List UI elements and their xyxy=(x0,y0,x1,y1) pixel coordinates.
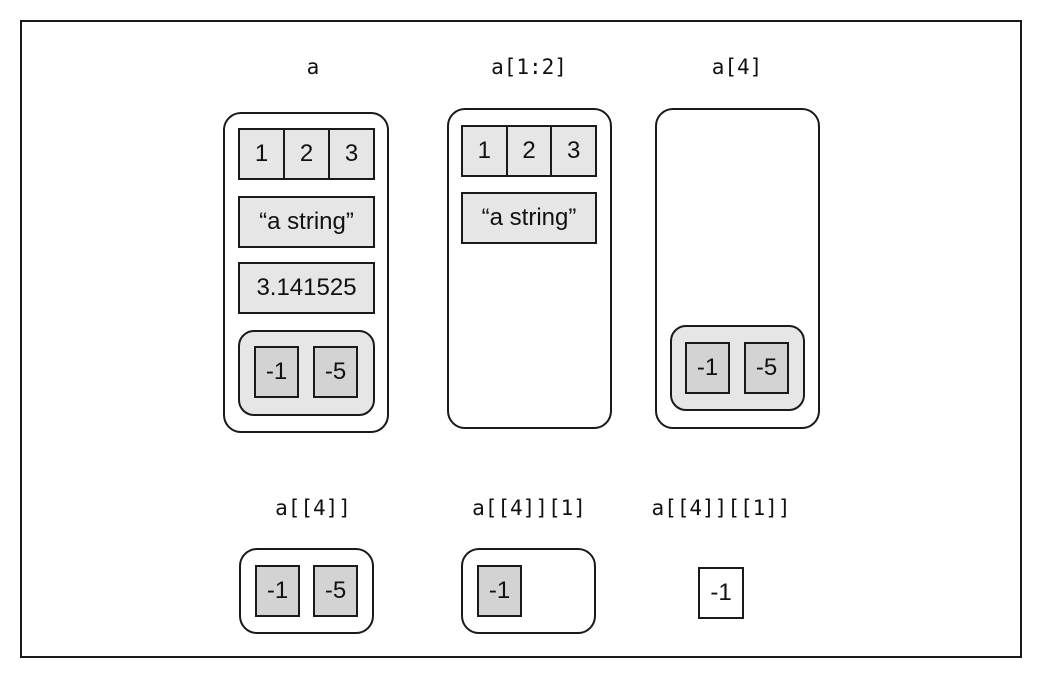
vector-cell: -1 xyxy=(255,565,300,617)
vector-cell: 3 xyxy=(330,130,373,178)
list-a-string: “a string” xyxy=(238,196,375,248)
vector-a-double-bracket-index xyxy=(461,548,596,634)
list-a-slice-string: “a string” xyxy=(461,192,597,244)
label-a-double-bracket-index: a[[4]][1] xyxy=(472,496,586,520)
vector-cell: -1 xyxy=(477,565,522,617)
figure-frame xyxy=(20,20,1022,658)
vector-cell: 2 xyxy=(507,127,553,175)
label-a-slice: a[1:2] xyxy=(491,55,567,79)
label-a: a xyxy=(306,55,320,79)
sublist-cell: -1 xyxy=(254,346,299,398)
list-a-vector: 1 2 3 xyxy=(238,128,375,180)
vector-cell: -5 xyxy=(313,565,358,617)
vector-cell: 2 xyxy=(285,130,330,178)
label-a-single-bracket: a[4] xyxy=(711,55,763,79)
sublist-cell: -5 xyxy=(313,346,358,398)
list-a-number: 3.141525 xyxy=(238,262,375,314)
sublist-cell: -5 xyxy=(744,342,789,394)
vector-cell: 1 xyxy=(463,127,508,175)
sublist-cell: -1 xyxy=(685,342,730,394)
list-a-slice-vector: 1 2 3 xyxy=(461,125,597,177)
scalar-value: -1 xyxy=(698,567,744,619)
label-a-double-double-bracket: a[[4]][[1]] xyxy=(651,496,791,520)
vector-cell: 1 xyxy=(240,130,285,178)
vector-cell: 3 xyxy=(552,127,596,175)
label-a-double-bracket: a[[4]] xyxy=(275,496,351,520)
